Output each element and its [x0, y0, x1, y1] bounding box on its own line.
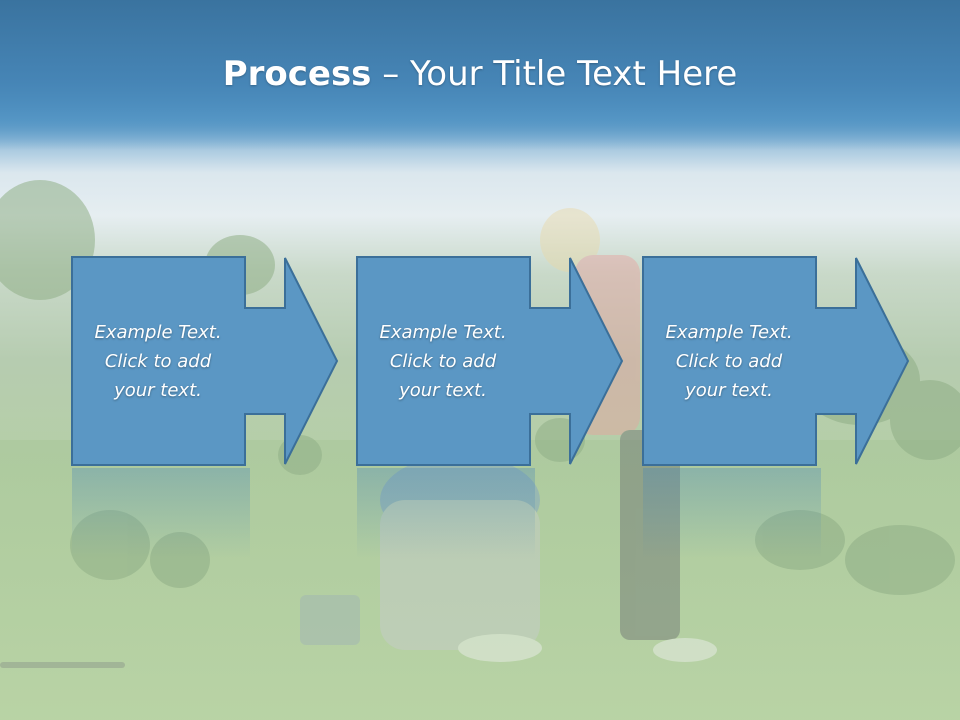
process-step-3[interactable]: Example Text. Click to add your text.: [642, 256, 912, 468]
step-text: Example Text. Click to add your text.: [665, 321, 793, 401]
step-arrow-shape: [356, 256, 624, 466]
process-step-1[interactable]: Example Text. Click to add your text.: [71, 256, 341, 468]
title-band: [0, 0, 960, 150]
step-text: Example Text. Click to add your text.: [94, 321, 222, 401]
step-reflection: [643, 468, 821, 558]
title-bold: Process: [222, 54, 372, 94]
step-arrow-shape: [71, 256, 339, 466]
step-text: Example Text. Click to add your text.: [379, 321, 507, 401]
step-reflection: [72, 468, 250, 558]
step-arrow-shape: [642, 256, 910, 466]
title-rest: – Your Title Text Here: [371, 54, 738, 94]
process-step-2[interactable]: Example Text. Click to add your text.: [356, 256, 626, 468]
step-reflection: [357, 468, 535, 558]
slide-title[interactable]: Process – Your Title Text Here: [0, 52, 960, 96]
